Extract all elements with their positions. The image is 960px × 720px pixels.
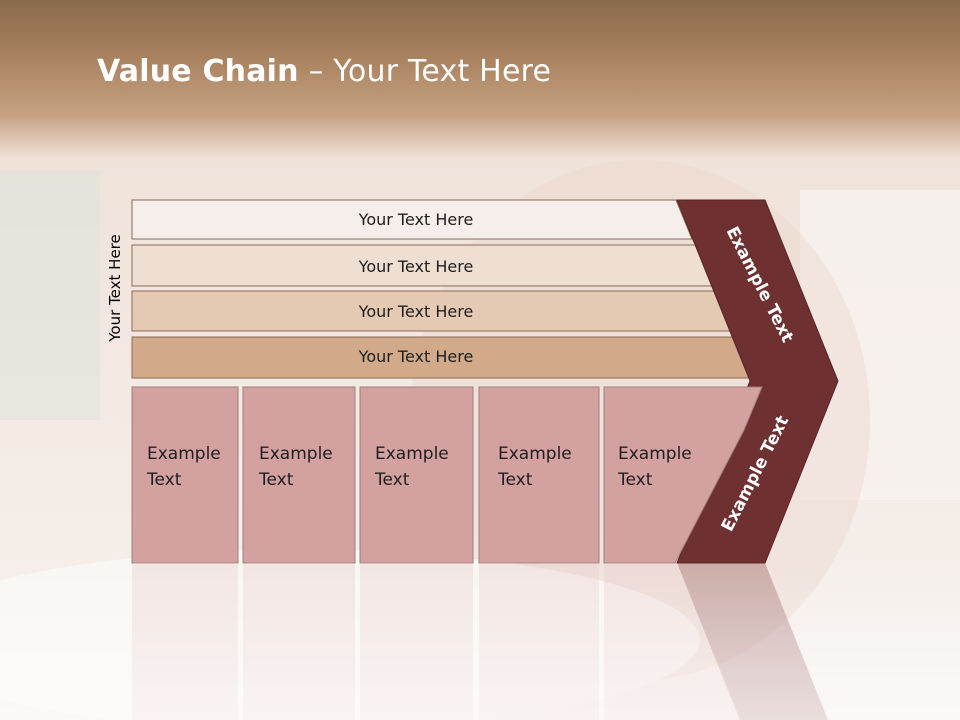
box-1-shape (131, 386, 239, 564)
reflection-fade (0, 563, 960, 720)
box-3-shape (359, 386, 474, 564)
bar-4-label: Your Text Here (358, 347, 474, 366)
bar-2-label: Your Text Here (358, 257, 474, 276)
box-1-line1: Example (147, 444, 221, 464)
box-4-shape (478, 386, 600, 564)
slide-title: Value Chain – Your Text Here (97, 54, 551, 89)
bar-1-shape (131, 199, 693, 240)
box-4-line2: Text (497, 470, 533, 490)
box-5-line1: Example (618, 444, 692, 464)
background-shelf (800, 190, 960, 500)
box-4-line1: Example (498, 444, 572, 464)
title-rest: – Your Text Here (298, 54, 552, 89)
box-2-line2: Text (258, 470, 294, 490)
bar-3-label: Your Text Here (358, 302, 474, 321)
bar-1-label: Your Text Here (358, 210, 474, 229)
box-2-line1: Example (259, 444, 333, 464)
box-5-shape (603, 386, 763, 564)
box-5-line2: Text (617, 470, 653, 490)
background-window (0, 170, 100, 420)
box-2-shape (242, 386, 356, 564)
side-label: Your Text Here (106, 234, 124, 342)
box-1-line2: Text (146, 470, 182, 490)
box-3-line2: Text (374, 470, 410, 490)
box-3-line1: Example (375, 444, 449, 464)
title-bold: Value Chain (97, 54, 299, 89)
